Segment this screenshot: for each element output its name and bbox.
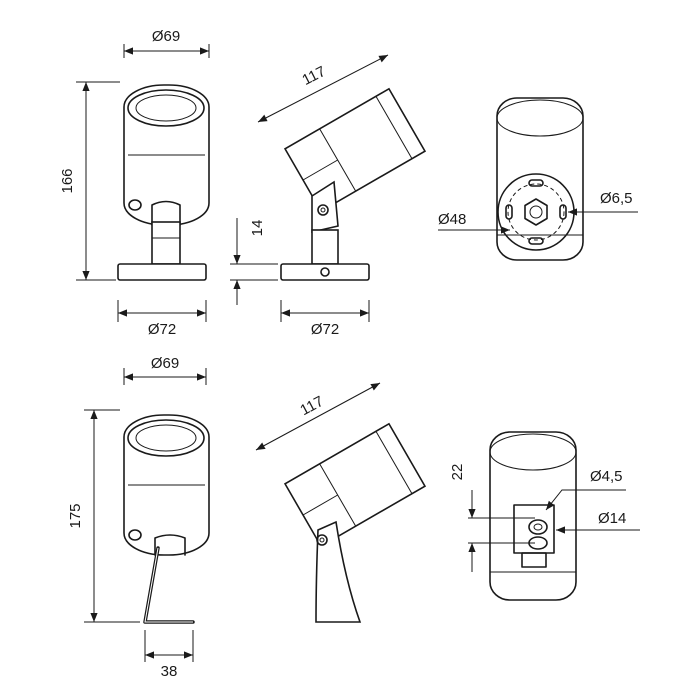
dim-bottom-right-circle: Ø14 [556,510,640,534]
view-front-base-mount [117,84,210,281]
dim-label: Ø69 [151,355,179,372]
view-tilted-base-mount [280,87,427,281]
view-tilted-spike-mount [283,422,427,623]
dim-bottom-left-width: Ø69 [123,355,207,385]
dim-top-right-circle: Ø48 [438,211,510,234]
dim-label: 175 [67,503,84,528]
dim-label: Ø69 [152,28,180,45]
dim-label: Ø72 [311,321,339,338]
dim-label: 117 [297,393,326,419]
dim-label: Ø4,5 [590,468,623,485]
dim-top-left-width: Ø69 [123,28,210,58]
dim-bottom-right-height: 22 [449,464,535,572]
view-rear-spike [489,431,577,601]
dim-label: 117 [299,63,328,89]
dim-top-middle-thickness: 14 [230,218,278,305]
dim-top-middle-base: Ø72 [280,300,370,338]
dim-label: 22 [449,464,466,481]
dim-label: Ø72 [148,321,176,338]
dim-top-left-base: Ø72 [117,300,207,338]
dim-label: Ø14 [598,510,626,527]
view-rear-base [496,97,584,261]
dim-label: 14 [249,220,266,237]
dim-bottom-left-foot: 38 [144,630,194,680]
dim-label: 38 [161,663,178,680]
dim-bottom-right-hole: Ø4,5 [545,468,626,511]
dim-label: Ø48 [438,211,466,228]
view-front-spike-mount [123,414,210,624]
dim-label: 166 [59,168,76,193]
dim-top-left-height: 166 [59,81,120,281]
dim-label: Ø6,5 [600,190,633,207]
dim-top-right-hole: Ø6,5 [568,190,638,216]
dim-bottom-left-height: 175 [67,409,140,623]
